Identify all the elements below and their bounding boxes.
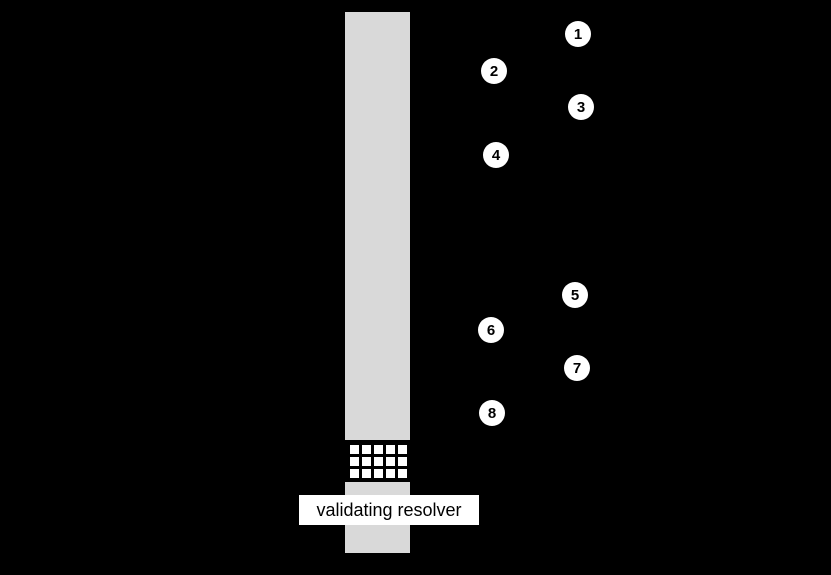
step-badge-4: 4 — [483, 142, 509, 168]
step-badge-5: 5 — [562, 282, 588, 308]
resolver-label: validating resolver — [299, 495, 479, 525]
step-badge-3: 3 — [568, 94, 594, 120]
step-badge-1: 1 — [565, 21, 591, 47]
step-badge-2: 2 — [481, 58, 507, 84]
validation-grid-icon — [345, 440, 410, 482]
step-badge-8: 8 — [479, 400, 505, 426]
step-badge-7: 7 — [564, 355, 590, 381]
step-badge-6: 6 — [478, 317, 504, 343]
